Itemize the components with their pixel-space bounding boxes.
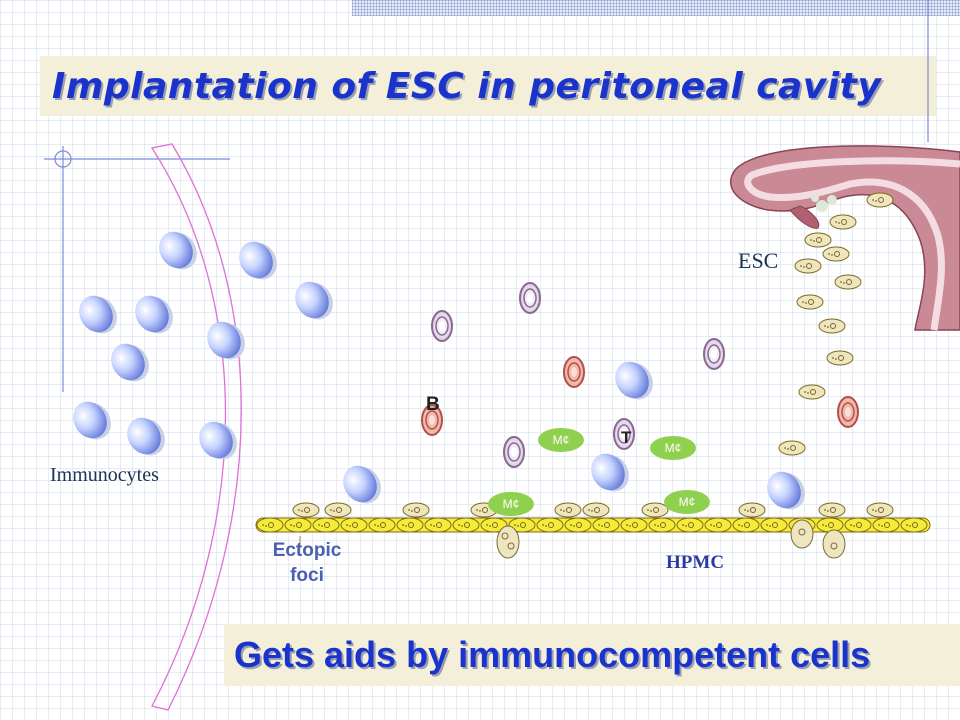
- t-cell-label: T: [621, 428, 632, 447]
- immunocyte-cell: [343, 465, 381, 504]
- slide-title: Implantation of ESC in peritoneal cavity: [52, 66, 882, 107]
- esc-implanted-cell: [738, 502, 766, 518]
- b-cell-label: B: [426, 394, 440, 415]
- ectopic-foci: [299, 519, 846, 559]
- macrophage-cell: M¢: [538, 428, 584, 452]
- lymphocyte-cell: [519, 282, 541, 314]
- lymphocyte-cell: [563, 356, 585, 388]
- immunocyte-cell: [767, 471, 805, 510]
- uterus-illustration: [729, 145, 960, 331]
- immunocyte-cell: [73, 401, 111, 440]
- esc-implanted-cell: [641, 502, 669, 518]
- esc-cell: [826, 350, 854, 366]
- immunocyte-cell: [199, 421, 237, 460]
- hpmc-cell: [592, 517, 620, 533]
- esc-implanted-cell: [324, 502, 352, 518]
- hpmc-cell: [872, 517, 900, 533]
- esc-cell: [794, 258, 822, 274]
- hpmc-cell: [676, 517, 704, 533]
- immunocyte-cell: [615, 361, 653, 400]
- slide-caption: Gets aids by immunocompetent cells: [234, 634, 871, 675]
- immunocyte-cell: [239, 241, 277, 280]
- esc-label: ESC: [738, 248, 779, 273]
- esc-cell: [866, 192, 894, 208]
- hpmc-cell: [452, 517, 480, 533]
- hpmc-cell: [844, 517, 872, 533]
- immunocyte-cell: [159, 231, 197, 270]
- lymphocyte-group: [421, 282, 859, 468]
- lymphocyte-cell: [421, 404, 443, 436]
- esc-implanted-cell: [866, 502, 894, 518]
- ectopic-foci-label-line2: foci: [290, 565, 324, 586]
- esc-cell: [818, 318, 846, 334]
- hpmc-cell: [424, 517, 452, 533]
- hpmc-cell: [368, 517, 396, 533]
- esc-implanted-cell: [554, 502, 582, 518]
- hpmc-cell-layer: [255, 502, 931, 533]
- immunocyte-cell: [79, 295, 117, 334]
- macrophage-cell: M¢: [488, 492, 534, 516]
- immunocyte-cell: [127, 417, 165, 456]
- esc-cell-group: [778, 192, 894, 456]
- hpmc-cell: [536, 517, 564, 533]
- lymphocyte-cell: [703, 338, 725, 370]
- hpmc-cell: [564, 517, 592, 533]
- hpmc-cell: [284, 517, 312, 533]
- esc-cell: [829, 214, 857, 230]
- slide-decoration-lines: [44, 0, 929, 392]
- hpmc-cell: [620, 517, 648, 533]
- immunocyte-cell: [111, 343, 149, 382]
- esc-implanted-cell: [582, 502, 610, 518]
- esc-cell: [796, 294, 824, 310]
- hpmc-cell: [900, 517, 928, 533]
- esc-cell: [822, 246, 850, 262]
- hpmc-cell: [704, 517, 732, 533]
- lymphocyte-cell: [613, 418, 635, 450]
- esc-cell: [798, 384, 826, 400]
- hpmc-cell: [508, 517, 536, 533]
- immunocytes-label: Immunocytes: [50, 464, 159, 486]
- hpmc-cell: [760, 517, 788, 533]
- immunocyte-cell: [591, 453, 629, 492]
- hpmc-label: HPMC: [666, 552, 725, 573]
- hpmc-cell: [648, 517, 676, 533]
- ectopic-foci-label-line1: Ectopic: [272, 540, 342, 561]
- immunocyte-group: [73, 231, 805, 510]
- esc-implanted-cell: [818, 502, 846, 518]
- macrophage-cell: M¢: [650, 436, 696, 460]
- hpmc-cell: [480, 517, 508, 533]
- title-band: [40, 56, 936, 116]
- hpmc-cell: [396, 517, 424, 533]
- esc-implanted-cell: [402, 502, 430, 518]
- hpmc-cell: [312, 517, 340, 533]
- esc-cell: [834, 274, 862, 290]
- hpmc-cell: [256, 517, 284, 533]
- lymphocyte-cell: [431, 310, 453, 342]
- hpmc-cell: [816, 517, 844, 533]
- ectopic-foci-label: Ectopic foci: [262, 538, 352, 588]
- esc-cell: [778, 440, 806, 456]
- esc-implanted-cell: [292, 502, 320, 518]
- lymphocyte-cell: [837, 396, 859, 428]
- caption-band: [224, 624, 960, 686]
- immunocyte-cell: [295, 281, 333, 320]
- immunocyte-cell: [135, 295, 173, 334]
- decorative-top-band: [352, 0, 960, 16]
- esc-cell: [804, 232, 832, 248]
- hpmc-cell: [732, 517, 760, 533]
- immunocyte-cell: [207, 321, 245, 360]
- lymphocyte-cell: [503, 436, 525, 468]
- macrophage-cell: M¢: [664, 490, 710, 514]
- peritoneal-membrane: [150, 143, 242, 711]
- hpmc-cell: [340, 517, 368, 533]
